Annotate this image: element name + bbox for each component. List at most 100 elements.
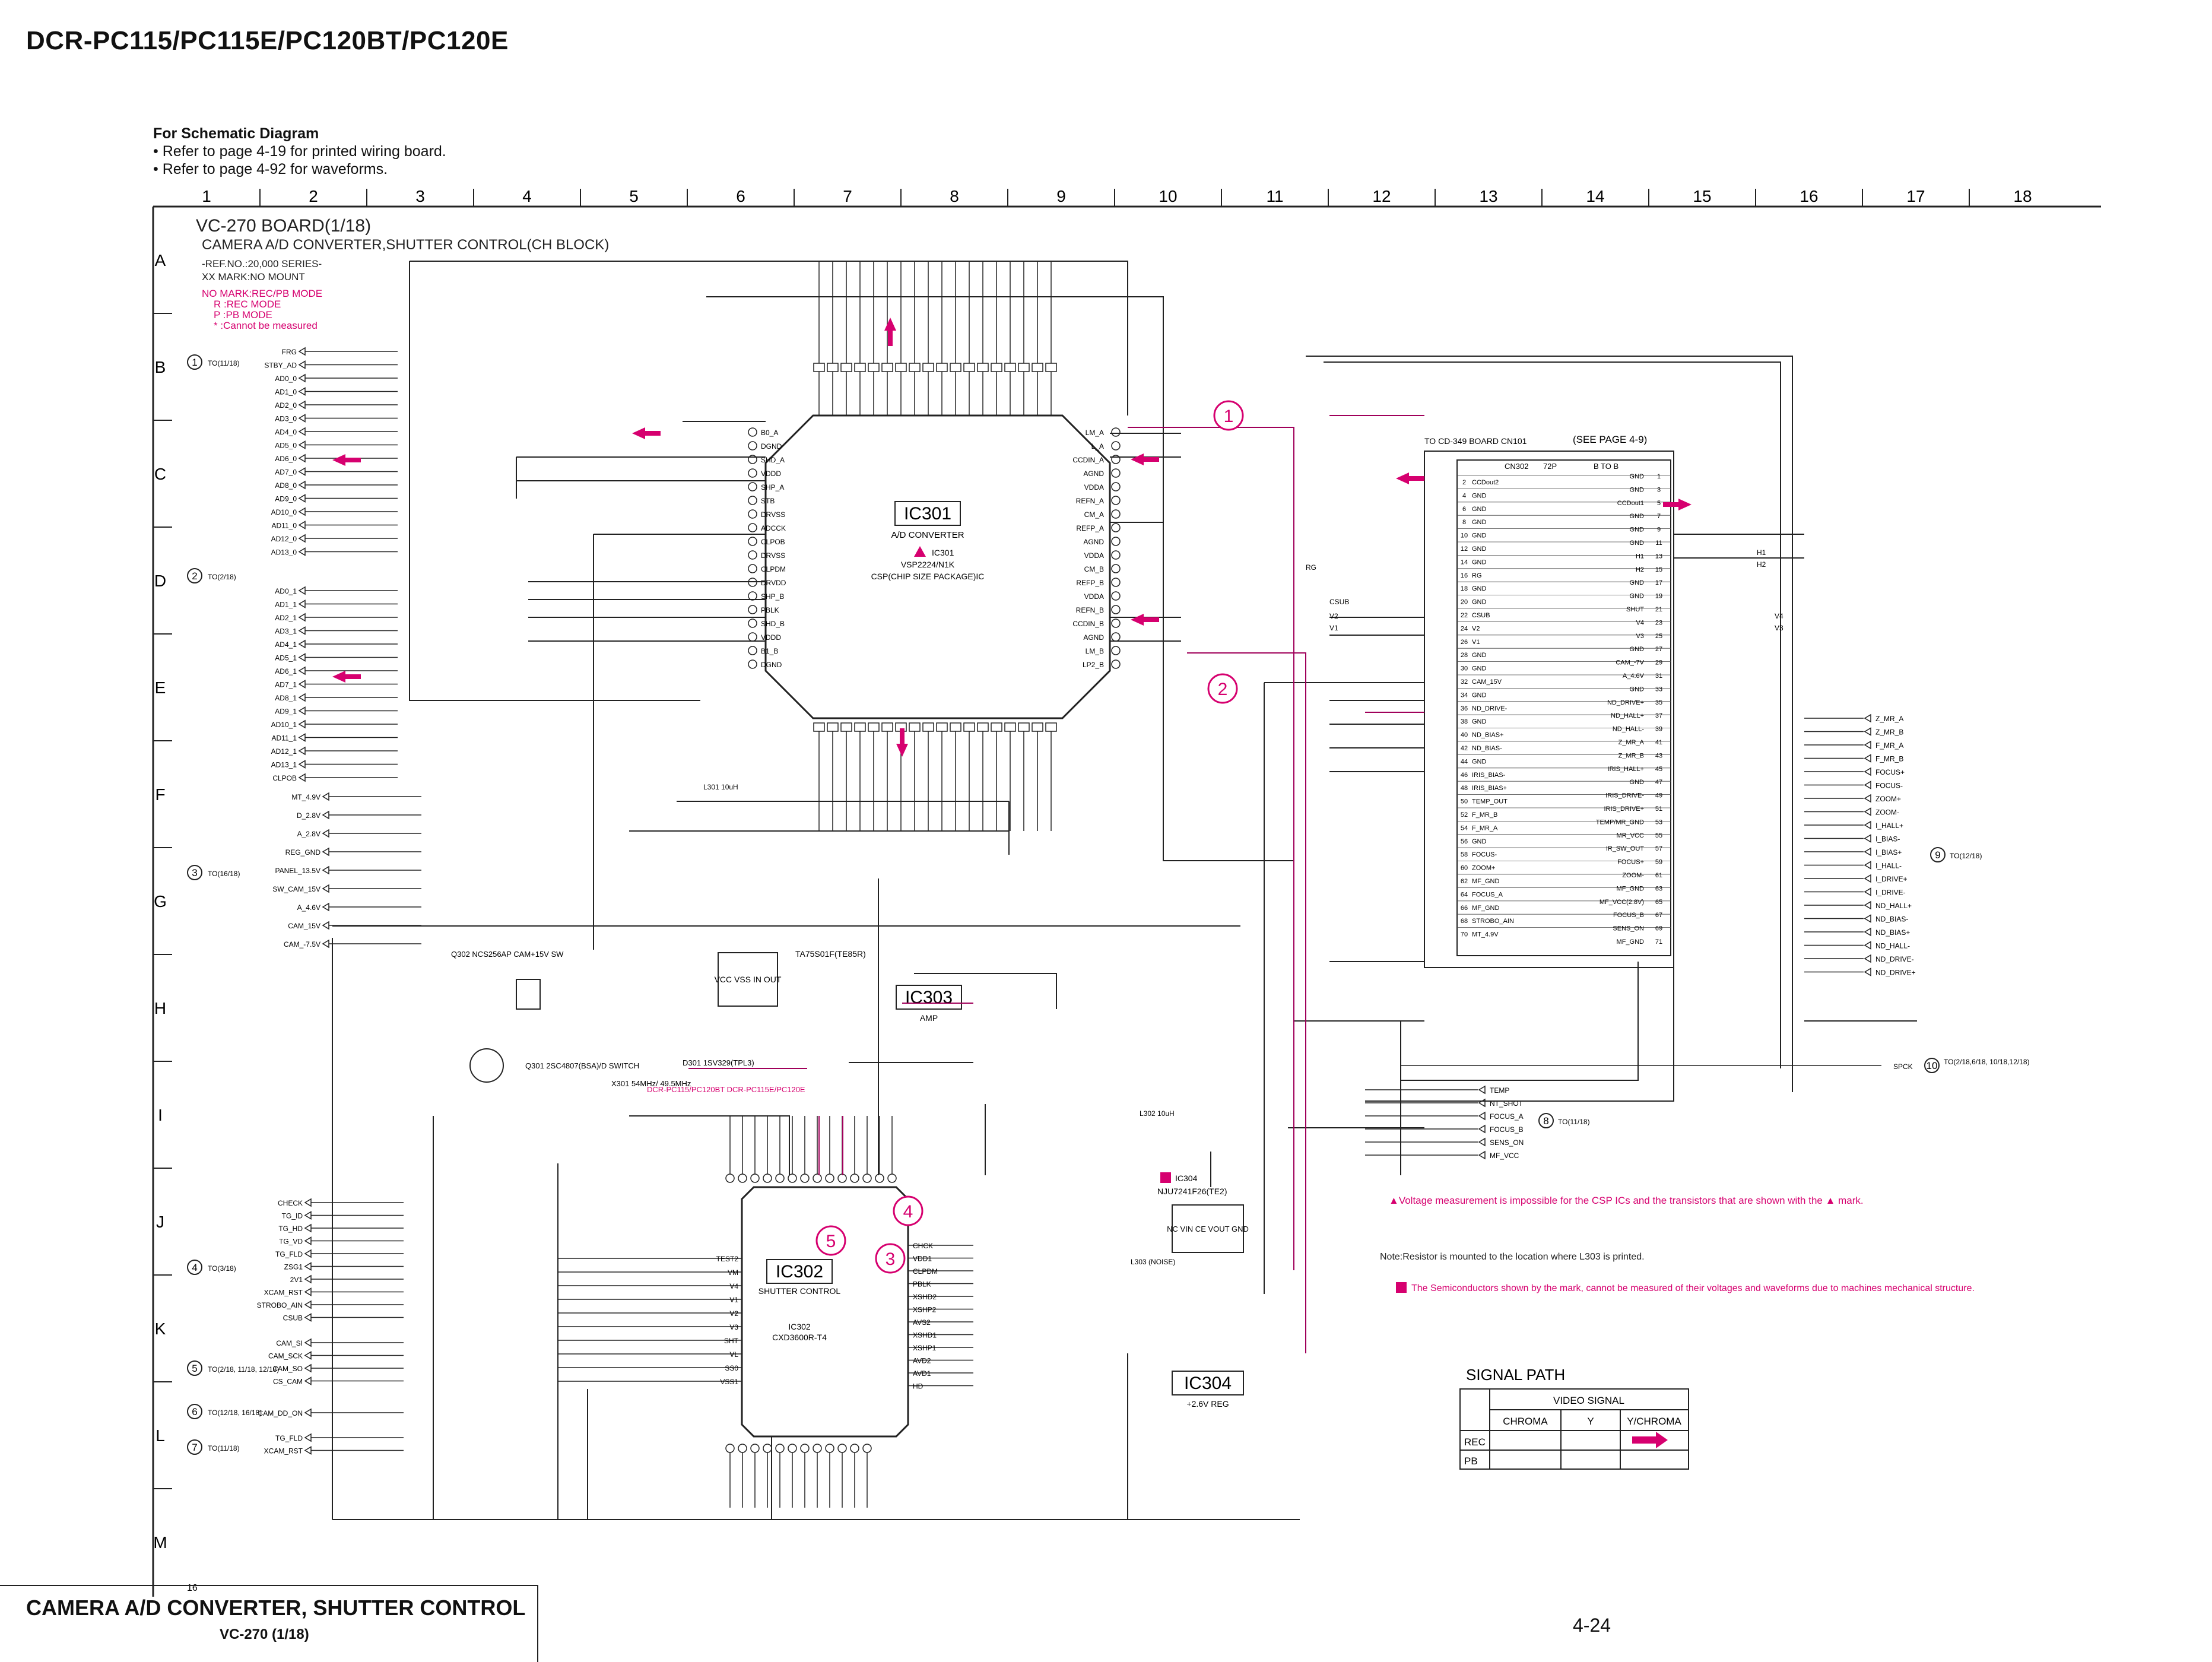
signal-label: AD1_1 [275,601,297,609]
connector-destination: TO(11/18) [208,1444,240,1452]
pin-label: TEMP/MR_GND [1596,819,1644,826]
pin [748,550,757,560]
pin-label: CAM_15V [1472,678,1502,686]
connector-destination: TO(12/18, 16/18) [208,1409,262,1417]
grid-column-label: 11 [1266,187,1283,205]
signal-label: AD10_1 [271,721,297,729]
connector-destination: TO(16/18) [208,870,240,878]
pin [881,722,893,732]
pin [1111,564,1121,573]
signal-path-header: VIDEO SIGNAL [1553,1395,1624,1406]
signal-port [304,1300,312,1309]
cn302-connector: TO CD-349 BOARD CN101 (SEE PAGE 4-9) CN3… [1424,434,1674,968]
pin [977,722,989,732]
grid-row-label: E [155,678,166,697]
pin-number: 20 [1461,599,1468,606]
pin-label: L_A [1091,442,1104,451]
pin [748,605,757,614]
signal-label: ND_BIAS- [1875,915,1908,924]
signal-label: AD10_0 [271,508,297,516]
pin-label: TEST2 [716,1255,739,1263]
signal-label: AD7_1 [275,681,297,689]
pin [1032,722,1043,732]
pin [1111,605,1121,614]
pin-label: GND [1472,718,1487,725]
pin-label: F_MR_A [1472,824,1498,832]
pin-label: V2 [729,1309,738,1318]
pin-label: IRIS_HALL+ [1608,766,1644,773]
pin-number: 23 [1655,619,1662,626]
pin [748,523,757,532]
pin-label: MF_GND [1617,938,1645,946]
signal-label: AD2_1 [275,614,297,622]
pin-label: MF_VCC(2.8V) [1600,899,1644,906]
grid-row-label: I [158,1106,163,1124]
signal-label: I_BIAS+ [1875,848,1902,857]
pin-number: 17 [1655,579,1662,586]
signal-port [322,810,329,820]
pin-number: 56 [1461,838,1468,845]
pin-label: AVS2 [913,1318,931,1327]
signal-port [304,1446,312,1455]
signal-label: ND_BIAS+ [1875,928,1910,937]
pin-label: A_4.6V [1623,673,1645,680]
pin-label: MF_GND [1472,905,1500,912]
signal-label: AD12_1 [271,747,297,756]
connector-circle [187,1260,202,1275]
signal-label: AD0_0 [275,375,297,383]
grid-column-label: 5 [629,187,639,205]
pin-label: DRVSS [761,510,785,519]
signal-arrow [332,454,361,466]
signal-port [298,427,306,436]
pin [909,363,921,372]
pin-label: GND [1472,758,1487,765]
signal-label: AD5_1 [275,654,297,662]
pin [909,722,921,732]
pin [1018,363,1030,372]
q302-label: Q302 NCS256AP CAM+15V SW [451,950,564,959]
net-label: H2 [1757,560,1766,569]
pin-label: CCDIN_B [1072,620,1104,628]
footer-title: CAMERA A/D CONVERTER, SHUTTER CONTROL [26,1596,526,1620]
pin [748,482,757,491]
grid-row-label: M [153,1533,167,1552]
pin-label: CLPDM [761,565,786,573]
cn302-btob: B TO B [1594,462,1618,471]
footer-subtitle: VC-270 (1/18) [220,1626,309,1642]
pin-label: XSHP2 [913,1306,937,1314]
pin-number: 68 [1461,918,1468,925]
pin-label: XSHD1 [913,1331,937,1340]
pin-label: IRIS_BIAS+ [1472,785,1507,792]
pin-label: STROBO_AIN [1472,918,1514,925]
pin-label: F_MR_B [1472,811,1497,819]
connector-destination: TO(2/18) [208,573,236,581]
signal-port [322,902,329,912]
grid-column-label: 16 [1800,187,1818,205]
pin-label: GND [1630,513,1645,520]
grid-column-label: 15 [1693,187,1711,205]
pin [854,722,866,732]
pin-number: 58 [1461,851,1468,858]
signal-label: TEMP [1490,1086,1509,1095]
signal-port [304,1363,312,1373]
ic301-left-pins: B0_ADGNDSHD_AVDDDSHP_ASTBDRVSSADCCKCLPOB… [748,427,786,669]
signal-label: CHECK [278,1199,303,1207]
signal-port [298,746,306,756]
pin-label: CCDout2 [1472,479,1499,486]
pin-label: CLPDM [913,1267,938,1276]
pin [868,363,880,372]
grid-row-label: L [155,1426,165,1445]
semiconductor-note: The Semiconductors shown by the mark, ca… [1411,1283,1975,1293]
signal-label: SPCK [1893,1062,1913,1071]
signal-path-row: REC [1464,1436,1486,1448]
signal-label: SW_CAM_15V [272,885,320,893]
signal-label: STBY_AD [264,361,297,370]
pin-label: V4 [729,1282,738,1290]
pin-label: GND [1630,473,1645,480]
pin-number: 55 [1655,832,1662,839]
connector-number: 9 [1935,849,1940,861]
signal-label: AD4_1 [275,640,297,649]
pin-label: GND [1472,838,1487,845]
